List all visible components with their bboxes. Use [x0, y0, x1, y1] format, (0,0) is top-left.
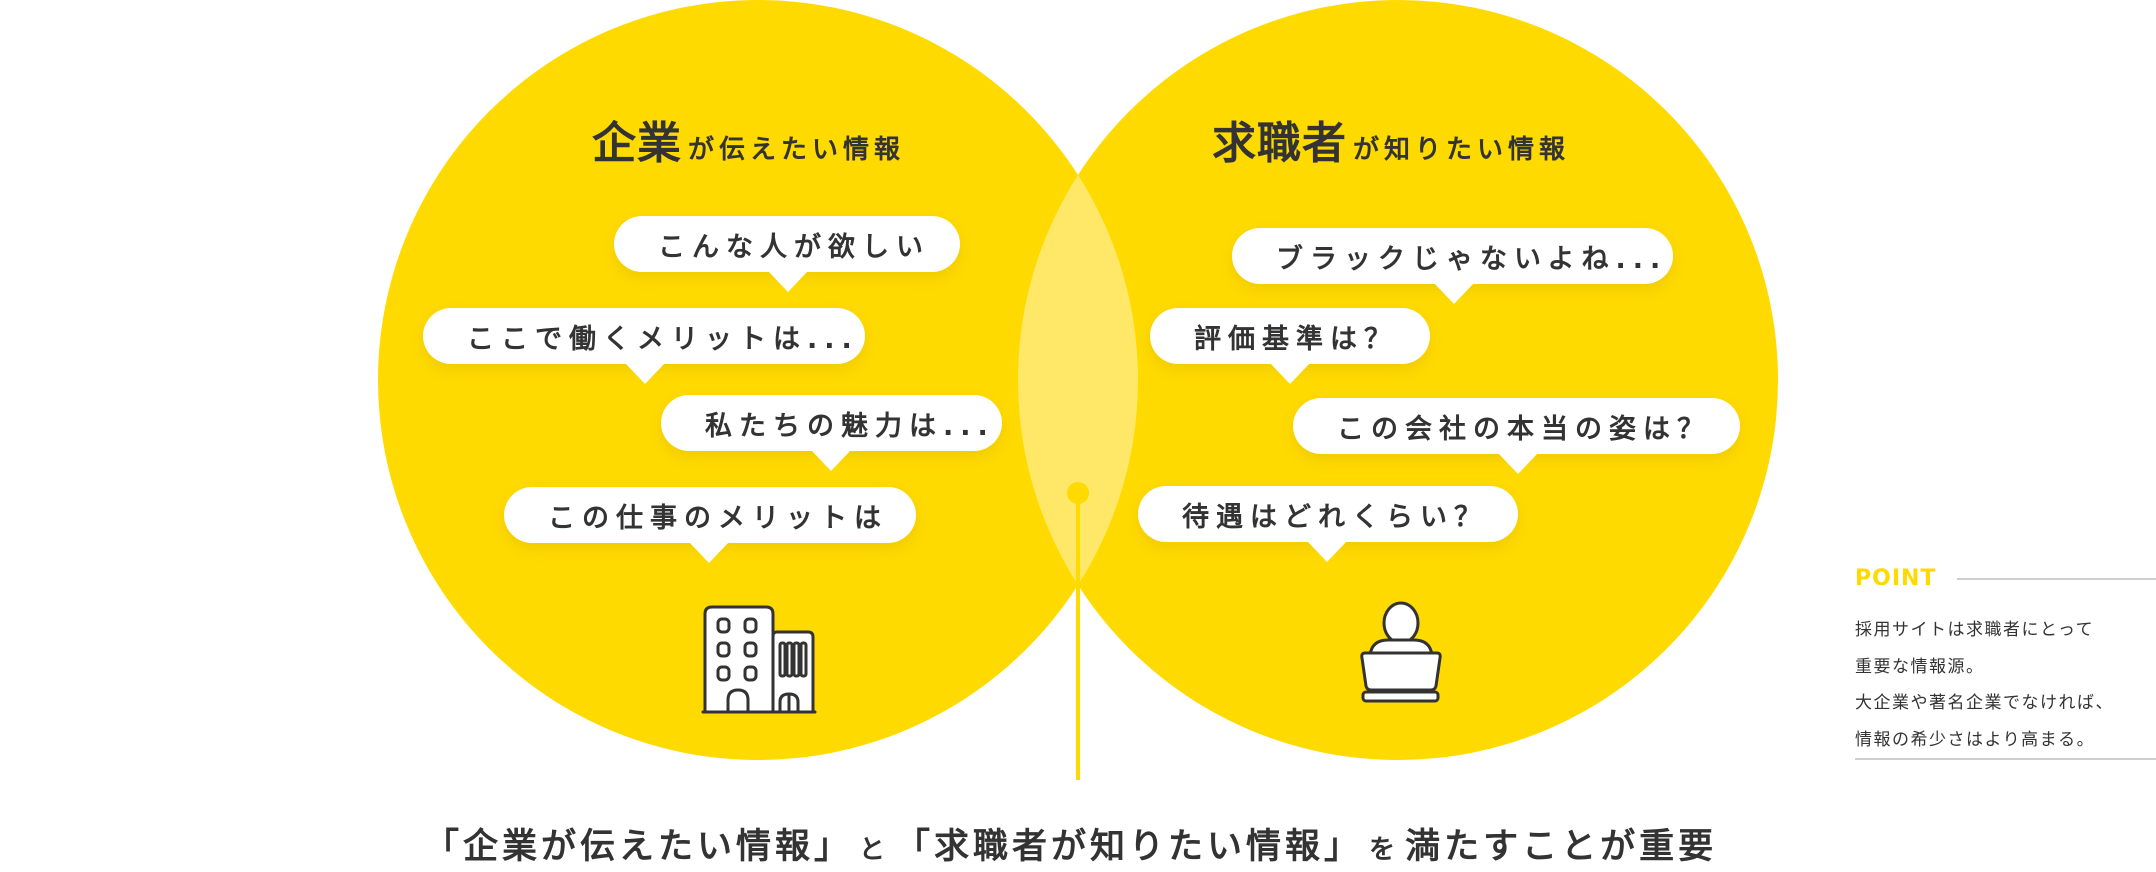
right-circle — [1018, 0, 1778, 760]
right-title-rest: が知りたい情報 — [1353, 135, 1571, 165]
point-line: 重要な情報源。 — [1855, 656, 1985, 677]
left-circle-title: 企業 が伝えたい情報 — [592, 107, 905, 171]
bubble-tail — [811, 450, 851, 471]
right-title-emphasis: 求職者 — [1212, 118, 1347, 169]
left-title-rest: が伝えたい情報 — [688, 135, 906, 165]
point-line: 情報の希少さはより高まる。 — [1855, 729, 2096, 750]
bubble-tail — [689, 542, 729, 563]
bubble-text: こんな人が欲しい — [658, 231, 930, 263]
bubble-text: 待遇はどれくらい？ — [1182, 501, 1488, 533]
bubble-tail — [625, 363, 665, 384]
bubble-tail — [768, 271, 808, 292]
bubble-tail — [1270, 363, 1310, 384]
conclusion-part1: 「企業が伝えたい情報」 — [424, 827, 854, 867]
speech-bubble: この仕事のメリットは — [504, 487, 916, 563]
conclusion-part3: 満たすことが重要 — [1405, 827, 1718, 867]
point-line: 採用サイトは求職者にとって — [1855, 620, 2095, 640]
speech-bubble: ブラックじゃないよね... — [1232, 228, 1673, 304]
left-title-emphasis: 企業 — [592, 118, 682, 169]
conclusion-text: 「企業が伝えたい情報」と「求職者が知りたい情報」を満たすことが重要 — [424, 818, 1754, 869]
speech-bubble: この会社の本当の姿は？ — [1293, 398, 1740, 474]
bubble-text: ここで働くメリットは... — [467, 323, 859, 355]
bubble-text: 評価基準は？ — [1194, 323, 1398, 355]
bubble-text: この仕事のメリットは — [548, 502, 888, 534]
bubble-tail — [1498, 453, 1538, 474]
bubble-tail — [1434, 283, 1474, 304]
person-laptop-icon — [1360, 601, 1442, 703]
conclusion-joiner-wo: を — [1369, 835, 1400, 865]
bubble-text: この会社の本当の姿は？ — [1337, 413, 1711, 445]
bubble-text: 私たちの魅力は... — [705, 410, 995, 442]
point-label: POINT — [1855, 566, 1937, 591]
speech-bubble: 評価基準は？ — [1150, 308, 1430, 384]
point-divider-bottom — [1855, 758, 2156, 760]
right-circle-title: 求職者 が知りたい情報 — [1212, 107, 1570, 171]
speech-bubble: こんな人が欲しい — [614, 216, 960, 292]
point-body: 採用サイトは求職者にとって 重要な情報源。 大企業や著名企業でなければ、 情報の… — [1855, 612, 2155, 758]
bubble-tail — [1307, 541, 1347, 562]
speech-bubble: 私たちの魅力は... — [661, 395, 1002, 471]
conclusion-joiner-and: と — [859, 835, 890, 865]
connector-dot — [1067, 482, 1089, 504]
point-line: 大企業や著名企業でなければ、 — [1855, 693, 2114, 713]
left-circle — [378, 0, 1138, 760]
bubble-text: ブラックじゃないよね... — [1276, 243, 1668, 275]
speech-bubble: ここで働くメリットは... — [423, 308, 865, 384]
conclusion-part2: 「求職者が知りたい情報」 — [895, 827, 1364, 867]
point-divider-top — [1957, 578, 2156, 580]
speech-bubble: 待遇はどれくらい？ — [1138, 486, 1518, 562]
building-icon — [701, 605, 817, 714]
